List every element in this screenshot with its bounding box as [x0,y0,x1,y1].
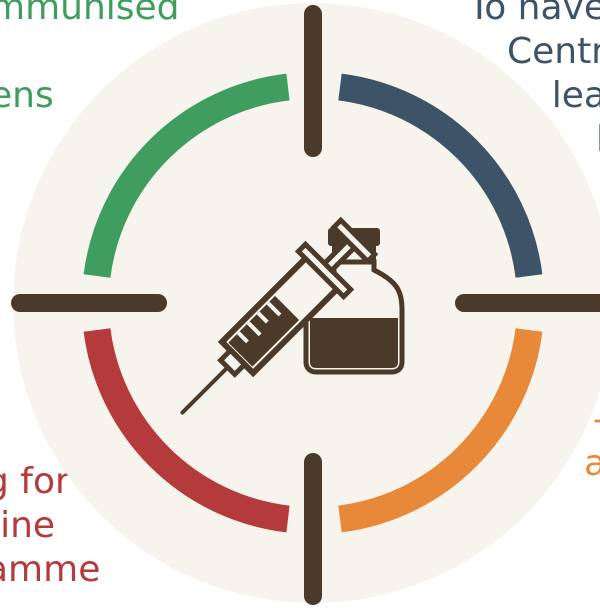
arc-blue [338,73,543,278]
label-top-right-line-1: To have [468,0,600,28]
label-top-right-line-2: Centr [506,31,600,72]
label-bottom-left-line-1: g for [0,461,70,502]
label-top-right-line-4: l [468,118,600,162]
label-bottom-left: g for tine amme [0,460,100,592]
syringe-icon [180,216,379,415]
label-bottom-right-line-2: a [583,443,600,484]
arc-green [83,73,290,278]
label-top-left-line-1: mmunised [0,0,180,28]
arc-red [83,328,290,533]
label-bottom-left-line-2: tine [0,505,56,546]
arc-orange [338,328,543,533]
label-bottom-left-line-3: amme [0,549,101,590]
label-top-right: To have Centr lea l [468,0,600,162]
label-top-left: mmunised ens [0,0,180,118]
label-bottom-right: - a [584,398,600,486]
label-bottom-right-line-1: - [584,398,600,442]
label-top-right-line-3: lea [551,75,600,116]
label-top-left-line-3: ens [0,75,54,116]
